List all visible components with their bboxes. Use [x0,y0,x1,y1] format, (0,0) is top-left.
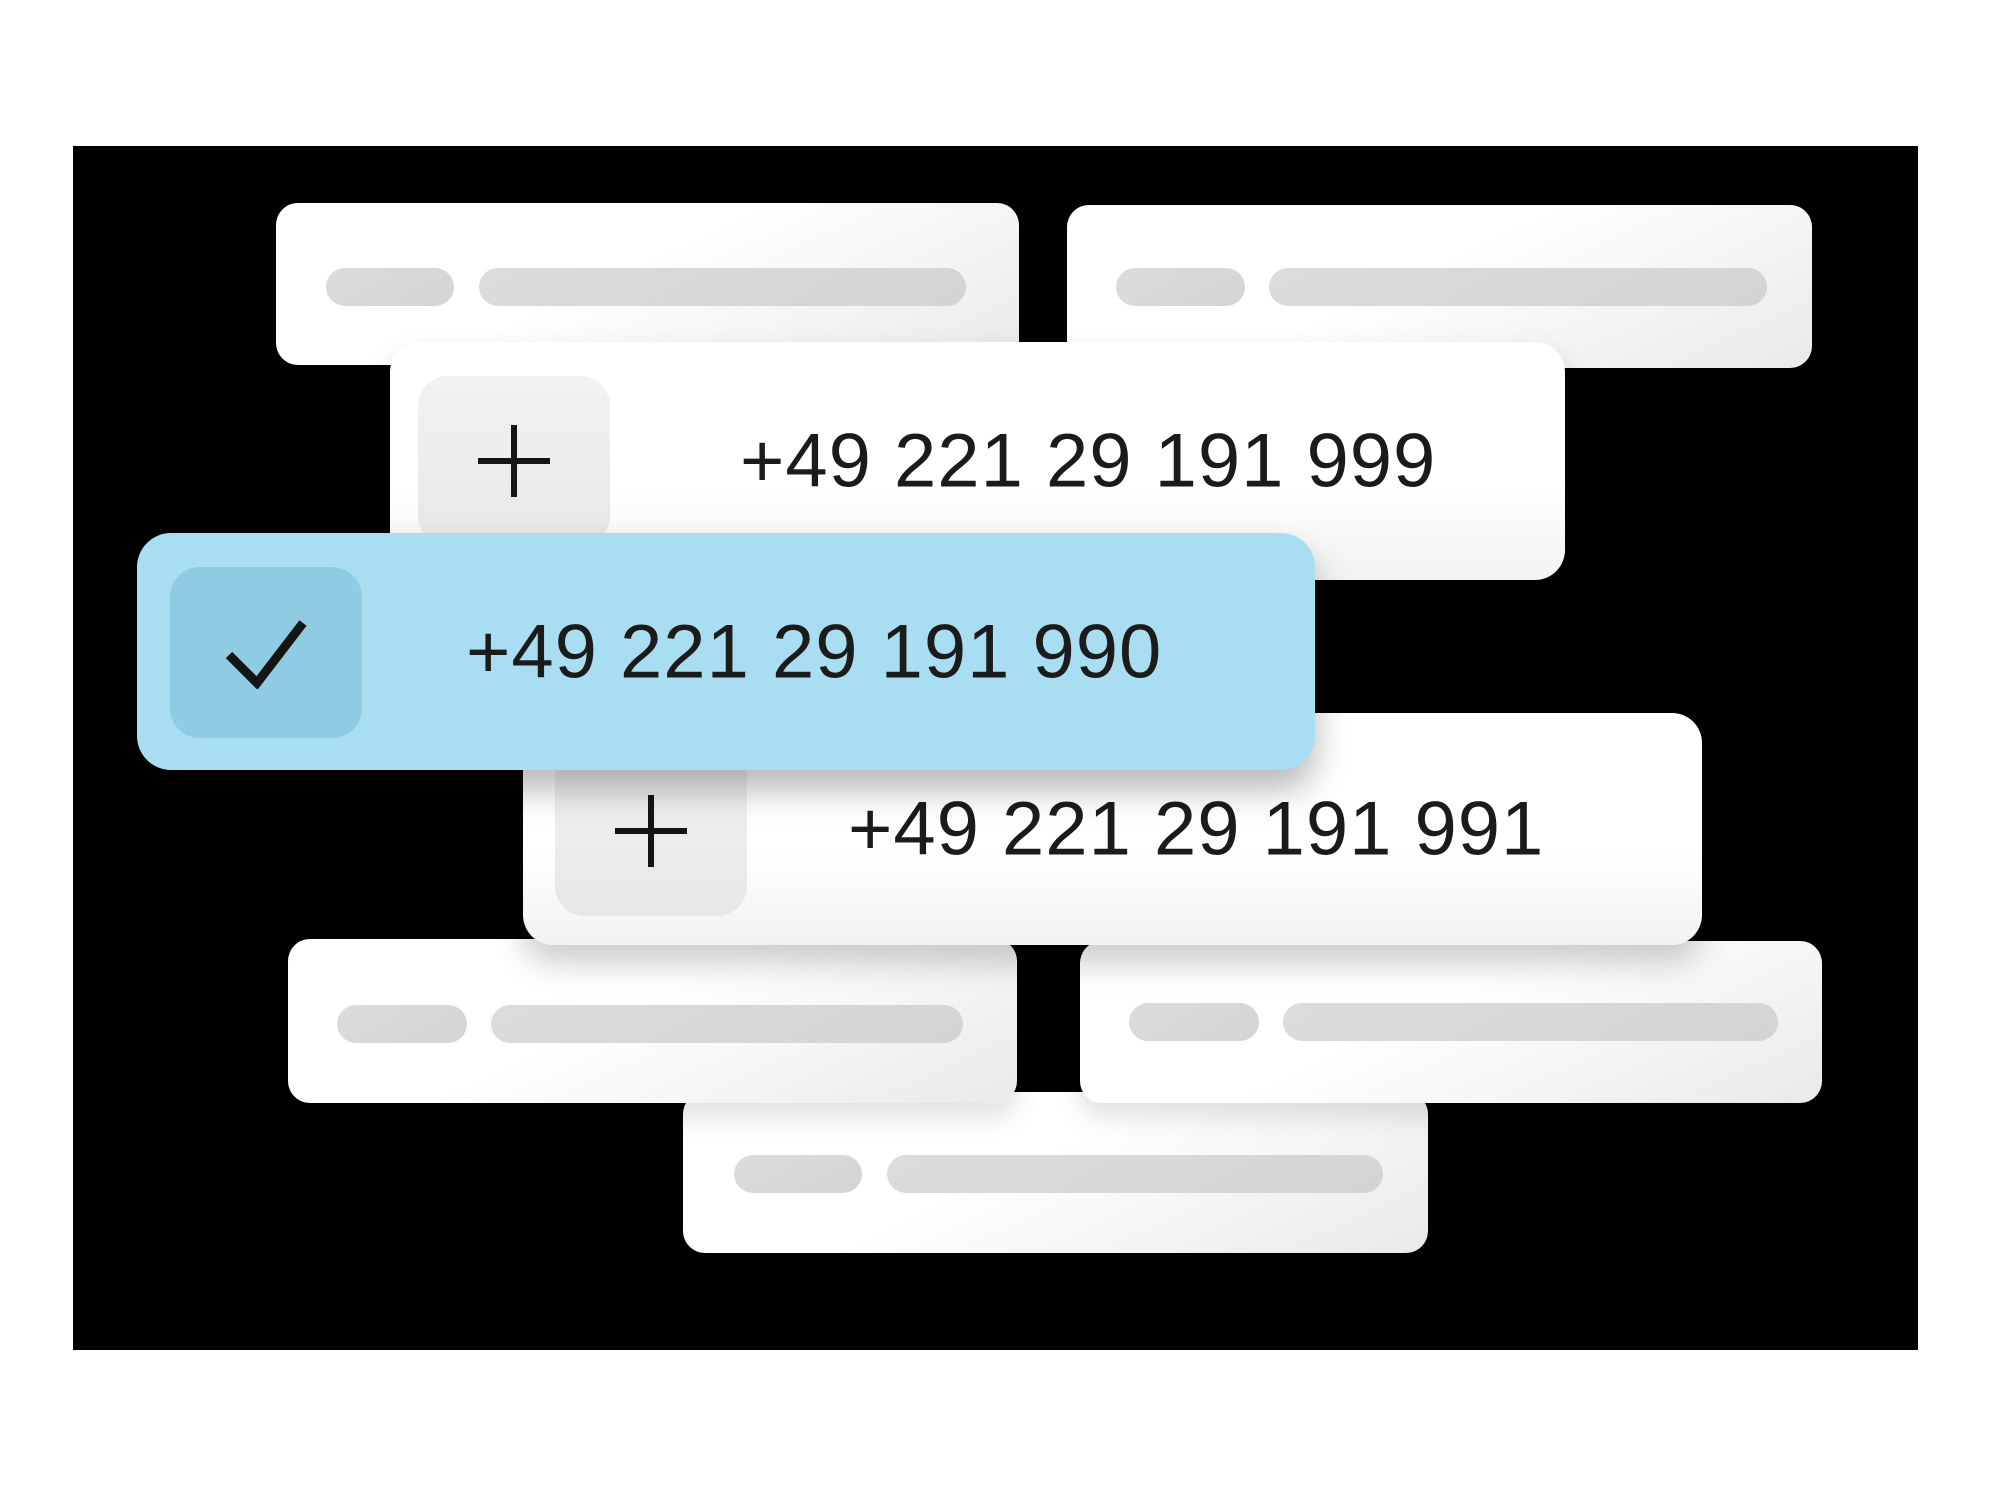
placeholder-row-top-left [276,203,1019,365]
placeholder-row-bottom-right [1080,941,1822,1103]
placeholder-pill-long [491,1005,963,1043]
selected-checkbox[interactable] [170,567,362,738]
placeholder-pill-short [1129,1003,1259,1041]
placeholder-pill-long [1269,268,1767,306]
add-number-button[interactable] [418,376,610,546]
placeholder-pill-short [326,268,454,306]
placeholder-pill-long [479,268,966,306]
plus-icon [615,795,687,867]
phone-number-label: +49 221 29 191 991 [848,786,1545,872]
placeholder-row-top-right [1067,205,1812,368]
add-number-button[interactable] [555,746,747,916]
placeholder-pill-short [1116,268,1245,306]
phone-number-label: +49 221 29 191 990 [466,609,1163,694]
placeholder-pill-short [337,1005,467,1043]
placeholder-row-bottom-left [288,939,1017,1103]
placeholder-pill-short [734,1155,862,1193]
phone-number-label: +49 221 29 191 999 [740,418,1437,504]
placeholder-row-bottom-center [683,1092,1428,1253]
phone-option-990-selected[interactable]: +49 221 29 191 990 [137,533,1315,770]
placeholder-pill-long [887,1155,1383,1193]
plus-icon [478,425,550,497]
placeholder-pill-long [1283,1003,1778,1041]
check-icon [225,619,307,689]
